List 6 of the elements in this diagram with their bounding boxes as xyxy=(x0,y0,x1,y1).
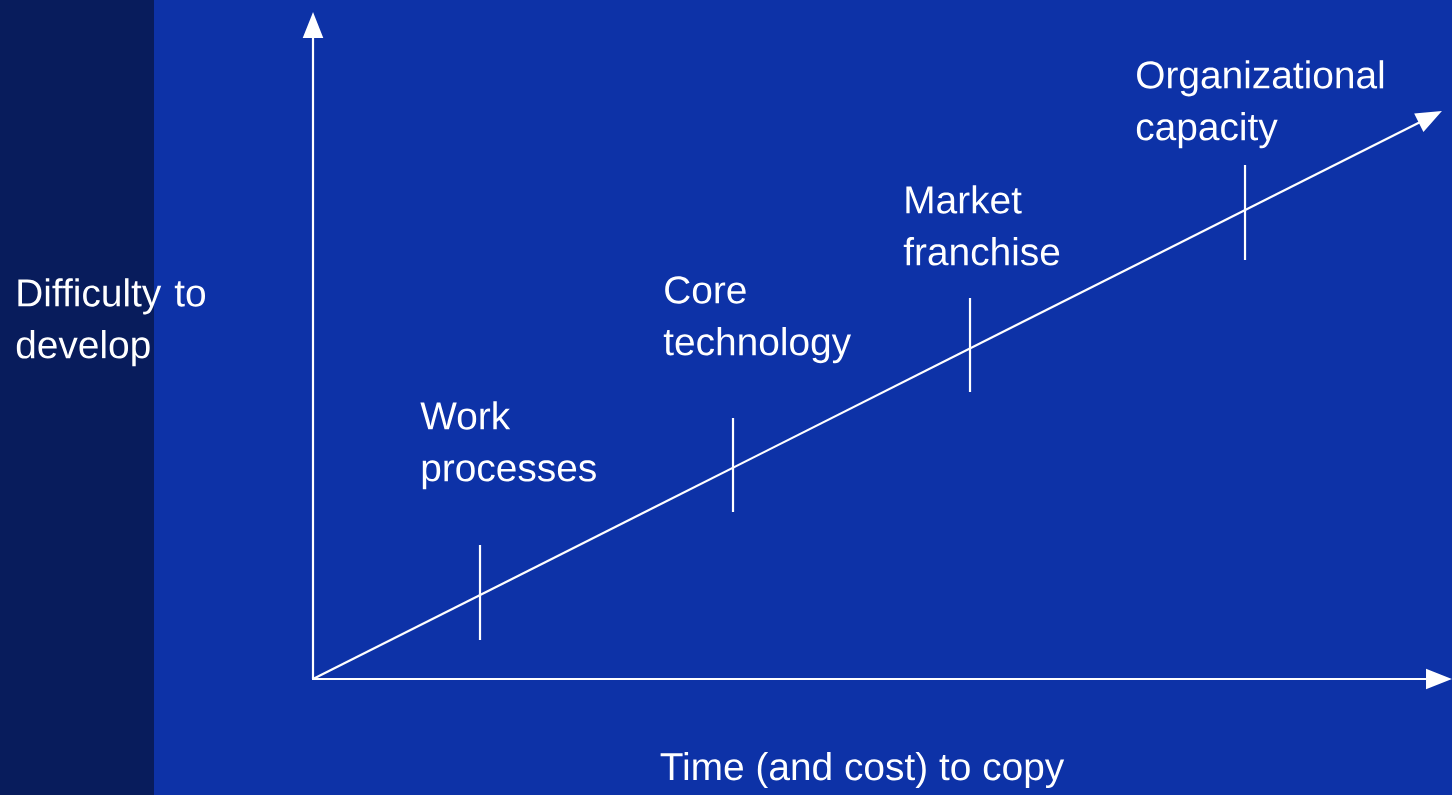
axis-title: Time (and cost) to copy xyxy=(660,751,1065,789)
stage-label: Core technology xyxy=(663,276,852,364)
stage-label: Work processes xyxy=(420,401,596,490)
stage-label: Market franchise xyxy=(903,185,1060,266)
stage-label: Organizational capacity xyxy=(1136,60,1384,149)
axis-title: Difficulty to develop xyxy=(16,278,205,367)
